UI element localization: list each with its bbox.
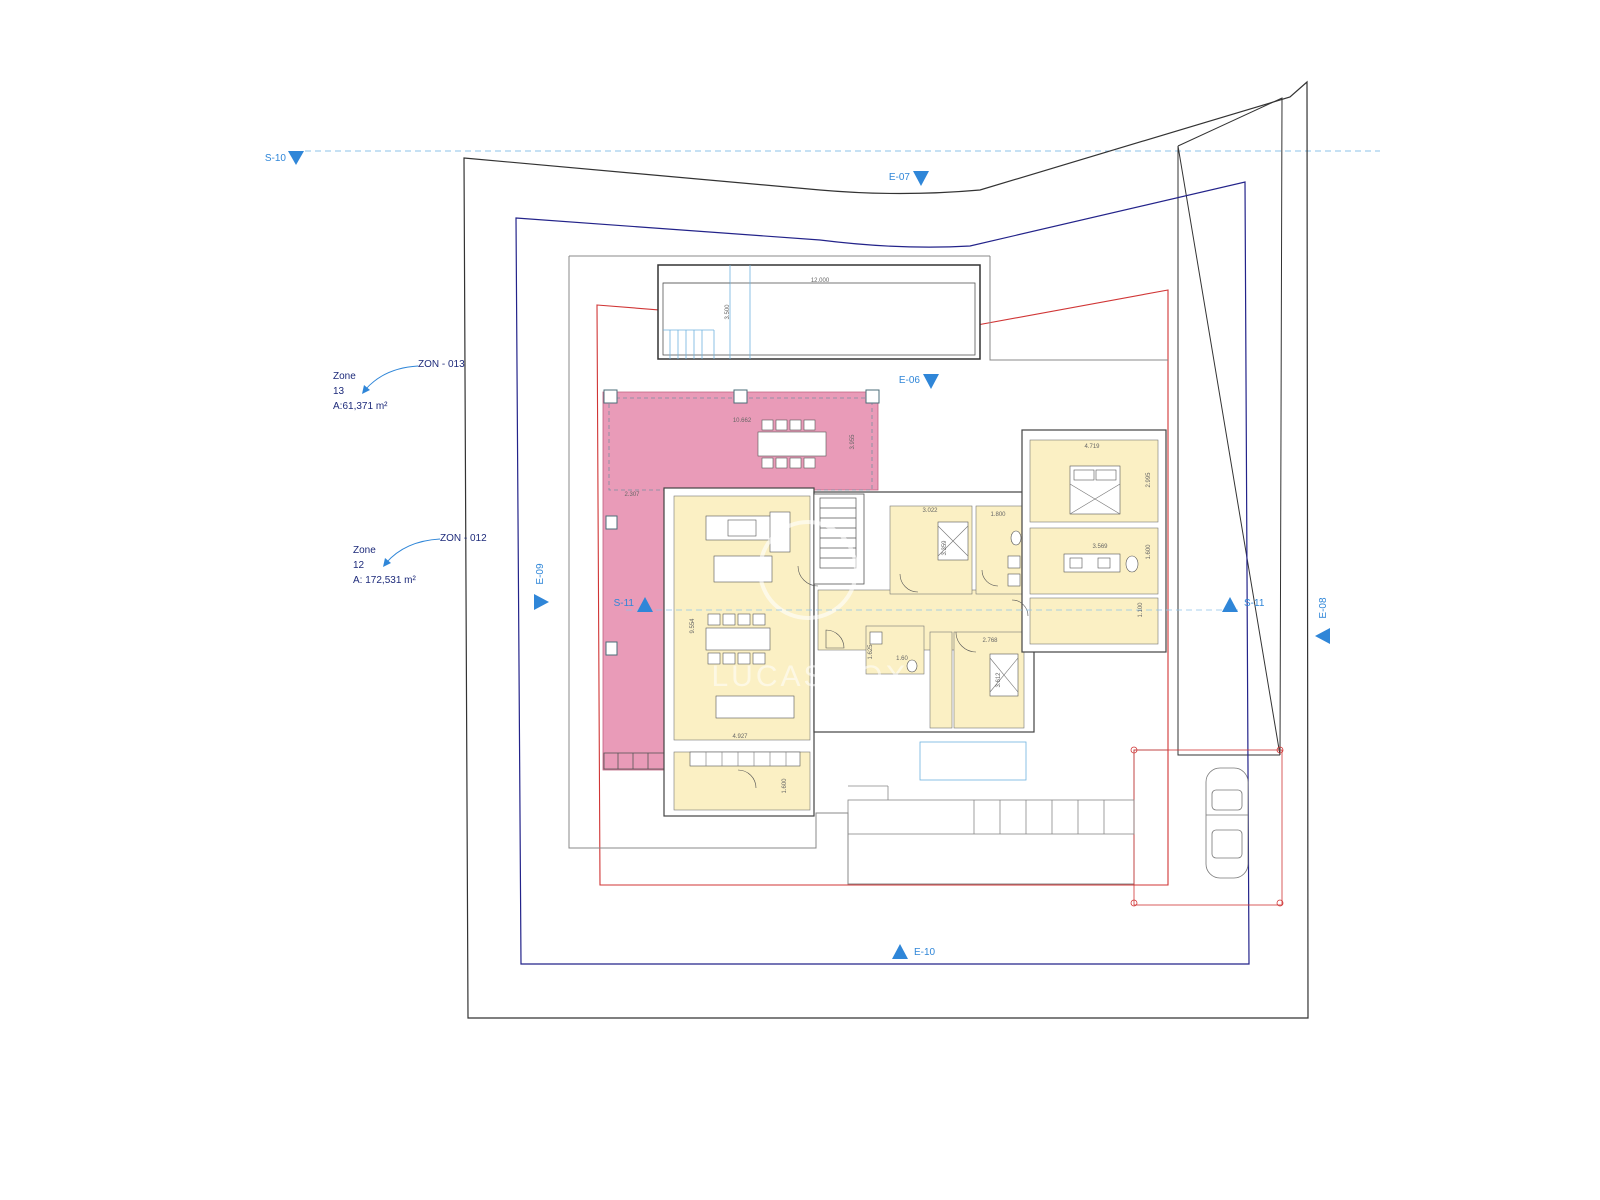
dim-bed2-depth: 3.359 bbox=[942, 540, 948, 556]
zone-12-area: A: 172,531 m² bbox=[353, 575, 416, 586]
marker-s10: S-10 bbox=[265, 151, 304, 165]
dim-bed3-depth: 3.612 bbox=[996, 672, 1002, 688]
zone-12-tag: ZON - 012 Zone 12 A: 172,531 m² bbox=[353, 533, 487, 586]
marker-s11-right-label: S-11 bbox=[1244, 598, 1265, 609]
setback-line bbox=[515, 181, 1250, 965]
marker-s10-label: S-10 bbox=[265, 153, 287, 164]
marker-e08-label: E-08 bbox=[1318, 597, 1329, 619]
marker-s11-right: S-11 bbox=[1222, 597, 1265, 612]
dim-pool-width: 3.500 bbox=[725, 304, 731, 320]
bed-3 bbox=[989, 653, 1019, 697]
zone-13-code: ZON - 013 bbox=[418, 359, 465, 370]
dim-bed2-width: 3.022 bbox=[922, 508, 938, 514]
dim-master-bath-width: 3.569 bbox=[1092, 544, 1108, 550]
pool bbox=[657, 264, 981, 360]
sofa-set bbox=[705, 511, 791, 583]
master-dressing bbox=[1029, 597, 1159, 645]
dim-master-depth: 2.995 bbox=[1146, 472, 1152, 488]
dim-wc-depth: 1.625 bbox=[868, 644, 874, 660]
house bbox=[663, 429, 1167, 817]
watermark-emblem bbox=[758, 520, 858, 620]
zone-12-arrowhead-icon bbox=[383, 558, 391, 567]
marker-e07-label: E-07 bbox=[889, 172, 911, 183]
marker-e08: E-08 bbox=[1315, 597, 1330, 644]
bath-2-fixtures bbox=[1007, 530, 1022, 587]
dim-bath2-width: 1.800 bbox=[990, 512, 1006, 518]
site-boundary bbox=[463, 80, 1309, 1019]
marker-e09-arrow-icon bbox=[534, 594, 549, 610]
marker-e06-arrow-icon bbox=[923, 374, 939, 389]
closet-3 bbox=[929, 631, 953, 729]
indoor-dining-table bbox=[705, 613, 771, 665]
outdoor-dining-table bbox=[757, 419, 827, 469]
zone-13-tag: ZON - 013 Zone 13 A:61,371 m² bbox=[333, 359, 465, 412]
master-bath-fixtures bbox=[1063, 553, 1139, 573]
zone-13-leader bbox=[364, 365, 419, 391]
marker-e10-arrow-icon bbox=[892, 944, 908, 959]
marker-e10: E-10 bbox=[892, 944, 936, 959]
marker-s11-left-label: S-11 bbox=[614, 598, 635, 609]
dim-bed3-width: 2.768 bbox=[982, 638, 998, 644]
bed-2 bbox=[937, 521, 969, 561]
entry-porch bbox=[919, 741, 1027, 781]
marker-e06-label: E-06 bbox=[899, 375, 921, 386]
dim-pool-length: 12.000 bbox=[811, 278, 830, 284]
zone-13-number: 13 bbox=[333, 386, 345, 397]
dim-master-width: 4.719 bbox=[1084, 444, 1100, 450]
marker-e08-arrow-icon bbox=[1315, 628, 1330, 644]
marker-s11-left-arrow-icon bbox=[637, 597, 653, 612]
dim-wc-width: 1.60 bbox=[896, 656, 908, 662]
marker-e07: E-07 bbox=[889, 171, 929, 186]
master-bed bbox=[1069, 465, 1121, 515]
kitchen-counter bbox=[689, 751, 801, 767]
marker-e09-label: E-09 bbox=[535, 563, 546, 585]
zone-12-name: Zone bbox=[353, 545, 376, 556]
marker-s11-left: S-11 bbox=[614, 597, 653, 612]
wc-fixtures bbox=[869, 631, 918, 673]
zone-13-arrowhead-icon bbox=[362, 385, 370, 394]
dim-terrace-side: 2.307 bbox=[624, 492, 640, 498]
pergola-posts bbox=[603, 389, 880, 656]
marker-e09: E-09 bbox=[534, 563, 549, 610]
marker-e06: E-06 bbox=[899, 374, 939, 389]
site-corner-lines bbox=[1177, 97, 1283, 756]
zone-13-name: Zone bbox=[333, 371, 356, 382]
dim-utility-depth: 1.600 bbox=[782, 778, 788, 794]
marker-e07-arrow-icon bbox=[913, 171, 929, 186]
zone-12-leader bbox=[385, 538, 441, 564]
driveway-steps bbox=[847, 785, 1135, 835]
dim-master-bath-depth: 1.600 bbox=[1146, 544, 1152, 560]
marker-e10-label: E-10 bbox=[914, 947, 936, 958]
kitchen-island bbox=[715, 695, 795, 719]
dimension-labels: 12.000 3.500 10.662 3.955 2.307 9.554 4.… bbox=[624, 278, 1152, 794]
dim-master-closet: 1.100 bbox=[1138, 602, 1144, 618]
dim-kitchen-width: 4.927 bbox=[732, 734, 748, 740]
zone-13-area: A:61,371 m² bbox=[333, 401, 388, 412]
door-swings bbox=[737, 565, 1029, 789]
car-icon bbox=[1205, 767, 1249, 879]
dim-terrace-depth: 3.955 bbox=[850, 434, 856, 450]
dim-living-length: 9.554 bbox=[690, 618, 696, 634]
stair-treads bbox=[819, 497, 857, 569]
marker-s11-right-arrow-icon bbox=[1222, 597, 1238, 612]
parking-corners bbox=[1130, 746, 1284, 907]
dim-terrace-width: 10.662 bbox=[733, 418, 752, 424]
marker-s10-arrow-icon bbox=[288, 151, 304, 165]
zone-12-number: 12 bbox=[353, 560, 365, 571]
platform-right bbox=[989, 256, 1168, 361]
watermark: LUCAS FOX bbox=[711, 660, 908, 693]
zone-12-code: ZON - 012 bbox=[440, 533, 487, 544]
